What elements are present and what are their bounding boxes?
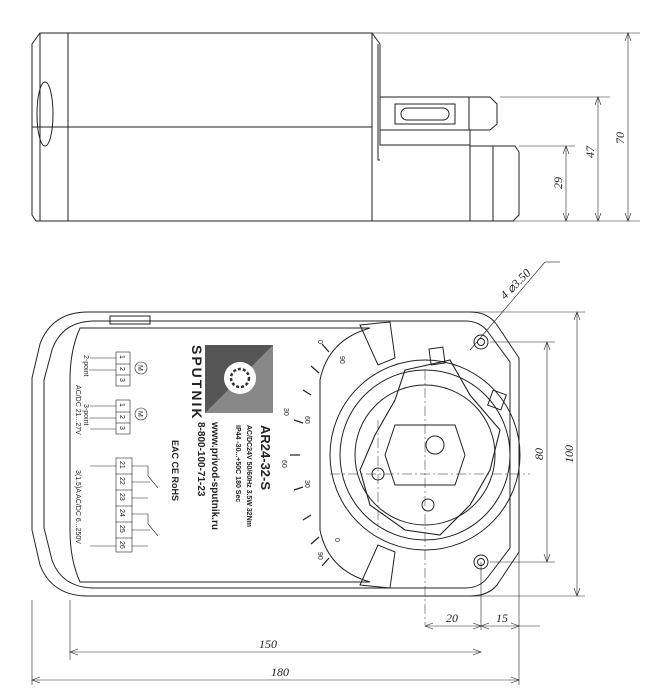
wiring-2point bbox=[90, 351, 148, 387]
terminal-1: 1 bbox=[118, 403, 125, 407]
switch-rating-label: 3(1.5)A AC/DC 6...250V bbox=[74, 470, 81, 544]
side-view-cable-port bbox=[36, 81, 54, 147]
dim-80: 80 bbox=[532, 448, 546, 460]
sputnik-logo bbox=[205, 345, 273, 413]
wiring-3point bbox=[90, 399, 148, 435]
dim-47: 47 bbox=[583, 145, 597, 158]
scale-mark: 90 bbox=[316, 552, 323, 560]
side-view-body bbox=[31, 32, 520, 222]
spec-line-1: AC/DC24V 50/60Hz 3.5W 32Nm bbox=[245, 425, 252, 527]
scale-mark: 0 bbox=[333, 538, 340, 542]
dim-100: 100 bbox=[562, 445, 576, 463]
dim-15: 15 bbox=[496, 611, 508, 625]
wiring-2point-label: 2-point bbox=[82, 355, 89, 376]
scale-mark: 30 bbox=[303, 480, 310, 488]
terminal-22: 22 bbox=[118, 477, 125, 485]
bolt bbox=[487, 389, 507, 411]
dim-70: 70 bbox=[613, 132, 627, 144]
label-plate bbox=[69, 327, 371, 583]
terminal-3: 3 bbox=[118, 426, 125, 430]
clamp-bracket bbox=[359, 359, 501, 536]
motor-symbol: M bbox=[136, 411, 143, 417]
position-scale-ticks bbox=[290, 343, 330, 567]
bolt bbox=[428, 346, 446, 366]
scale-mark: 30 bbox=[282, 408, 289, 416]
scale-mark: 60 bbox=[280, 460, 287, 468]
top-view-outline bbox=[31, 311, 520, 597]
terminal-24: 24 bbox=[118, 509, 125, 517]
side-dimensions bbox=[372, 32, 640, 222]
model-number: AR24-32-S bbox=[258, 425, 273, 490]
terminal-26: 26 bbox=[118, 541, 125, 549]
side-view-clamp bbox=[379, 96, 470, 131]
brand-name: SPUTNIK bbox=[189, 345, 205, 420]
terminal-1: 1 bbox=[118, 355, 125, 359]
dim-20: 20 bbox=[446, 611, 458, 625]
scale-mark: 60 bbox=[303, 416, 310, 424]
terminal-23: 23 bbox=[118, 493, 125, 501]
wiring-aux-switch bbox=[90, 457, 159, 553]
top-dimensions bbox=[31, 261, 585, 685]
spec-line-2: IP44 -30...+50C 180 Sec bbox=[234, 425, 241, 502]
terminal-3: 3 bbox=[118, 378, 125, 382]
terminal-21: 21 bbox=[118, 461, 125, 469]
terminal-2: 2 bbox=[118, 415, 125, 419]
dim-150: 150 bbox=[259, 637, 277, 651]
website: www.privod-sputnik.ru bbox=[209, 421, 220, 530]
top-view bbox=[31, 311, 521, 597]
terminal-2: 2 bbox=[118, 367, 125, 371]
dim-180: 180 bbox=[271, 665, 289, 679]
mounting-hole bbox=[473, 334, 489, 350]
wiring-3point-label: 3-point bbox=[82, 404, 89, 425]
scale-mark: 0 bbox=[316, 340, 323, 344]
side-view bbox=[31, 32, 520, 222]
motor-symbol: M bbox=[136, 365, 143, 371]
scale-mark: 90 bbox=[338, 356, 345, 364]
terminal-25: 25 bbox=[118, 525, 125, 533]
cert-marks: EAC CE RoHS bbox=[170, 440, 180, 501]
wiring-supply-label: AC/DC 21...27V bbox=[74, 385, 81, 435]
dim-29: 29 bbox=[551, 177, 565, 189]
phone: 8-800-100-71-23 bbox=[195, 422, 206, 497]
